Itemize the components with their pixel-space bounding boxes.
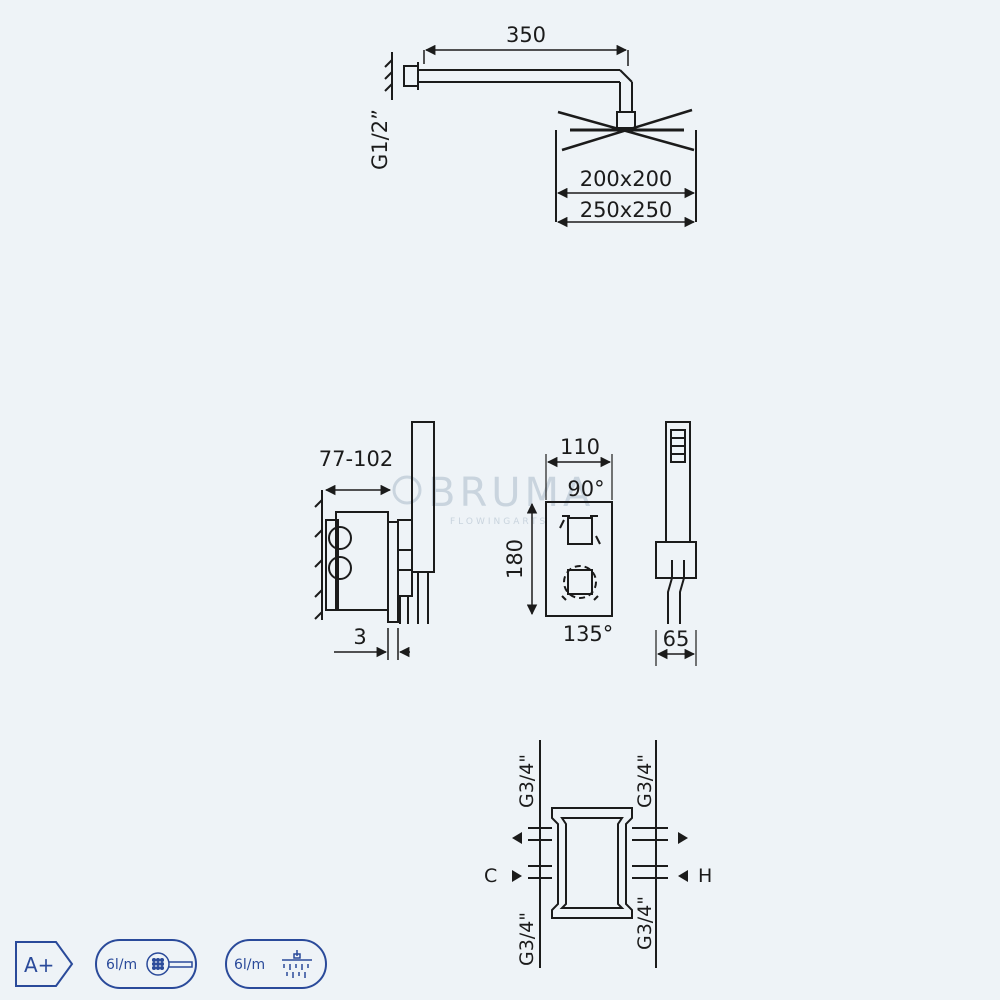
hand-shower-icon	[146, 952, 193, 976]
offset-label: 3	[353, 625, 366, 649]
rain-shower-icon	[282, 950, 312, 978]
front-height-label: 180	[503, 539, 527, 579]
energy-class-badge: A+	[15, 941, 74, 987]
hand-shower-flow-badge: 6l/m	[95, 939, 197, 989]
head-shower-flow-badge: 6l/m	[225, 939, 327, 989]
head-size-small: 200x200	[580, 167, 673, 191]
shower-head-drawing	[384, 52, 697, 222]
depth-range-label: 77-102	[319, 447, 393, 471]
hand-shower-view	[655, 421, 697, 624]
valve-box-view	[528, 740, 668, 968]
hot-inlet-label: H	[698, 865, 712, 887]
angle-top-label: 90°	[567, 477, 604, 501]
angle-bottom-label: 135°	[563, 622, 614, 646]
arm-length-label: 350	[506, 23, 546, 47]
port-arrows	[512, 832, 688, 882]
thread-bottom-right-label: G3/4"	[634, 896, 656, 950]
thread-top-left-label: G3/4"	[516, 754, 538, 808]
valve-side-view	[314, 421, 435, 624]
thread-bottom-left-label: G3/4"	[516, 912, 538, 966]
valve-front-view	[545, 501, 613, 617]
hand-shower-depth-label: 65	[663, 627, 690, 651]
front-width-label: 110	[560, 435, 600, 459]
thread-top-right-label: G3/4"	[634, 754, 656, 808]
head-size-large: 250x250	[580, 198, 673, 222]
energy-class-label: A+	[24, 953, 54, 977]
watermark-brand: BRUMA	[428, 470, 594, 516]
hand-flow-label: 6l/m	[106, 957, 137, 973]
head-flow-label: 6l/m	[234, 957, 265, 973]
brand-watermark: BRUMA FLOWINGARTS	[392, 470, 594, 527]
cold-inlet-label: C	[484, 865, 497, 887]
watermark-tagline: FLOWINGARTS	[450, 517, 548, 527]
thread-label: G1/2”	[368, 109, 392, 170]
